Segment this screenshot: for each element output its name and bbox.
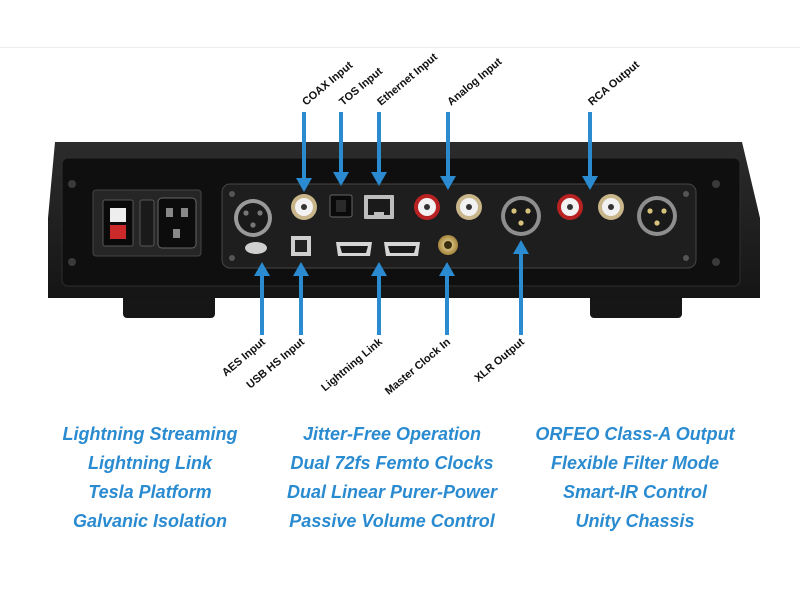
feature-item: Jitter-Free Operation xyxy=(302,424,482,444)
power-inlet-module xyxy=(92,189,202,257)
callout-arrows-bottom xyxy=(254,240,529,335)
master-clock-bnc xyxy=(438,235,458,255)
feature-item: Galvanic Isolation xyxy=(72,511,228,531)
feature-column-2: Jitter-Free Operation Dual 72fs Femto Cl… xyxy=(262,420,522,536)
lightning-link-hdmi-ports xyxy=(336,242,420,256)
feature-item: Lightning Link xyxy=(88,453,212,473)
rca-output-pair xyxy=(557,194,624,220)
feature-item: ORFEO Class-A Output xyxy=(535,424,735,444)
top-divider xyxy=(0,47,800,48)
aes-xlr-connector xyxy=(234,199,272,254)
feature-item: Dual 72fs Femto Clocks xyxy=(290,453,494,473)
label-lightning-link: Lightning Link xyxy=(319,336,385,394)
coax-rca-connector xyxy=(291,194,317,220)
feature-item: Smart-IR Control xyxy=(563,482,707,502)
iec-power-socket xyxy=(157,197,197,249)
label-master-clock-in: Master Clock In xyxy=(383,336,453,398)
feature-column-3: ORFEO Class-A Output Flexible Filter Mod… xyxy=(505,420,765,536)
xlr-output-right xyxy=(637,196,677,236)
feature-column-1: Lightning Streaming Lightning Link Tesla… xyxy=(20,420,280,536)
feature-item: Lightning Streaming xyxy=(62,424,238,444)
power-switch[interactable] xyxy=(102,199,134,247)
feature-item: Unity Chassis xyxy=(575,511,695,531)
feature-item: Dual Linear Purer-Power xyxy=(286,482,498,502)
feature-item: Passive Volume Control xyxy=(289,511,495,531)
label-analog-input: Analog Input xyxy=(445,56,504,109)
feature-item: Flexible Filter Mode xyxy=(550,453,720,473)
callout-arrows-top xyxy=(296,112,598,192)
analog-input-rca-pair xyxy=(414,194,482,220)
label-ethernet-input: Ethernet Input xyxy=(375,51,440,108)
label-rca-output: RCA Output xyxy=(586,59,642,109)
fuse-holder xyxy=(139,199,155,247)
usb-b-port xyxy=(291,236,311,256)
feature-list: Lightning Streaming Lightning Link Tesla… xyxy=(0,420,800,540)
rear-panel-diagram: COAX Input TOS Input Ethernet Input Anal… xyxy=(48,51,760,398)
feature-item: Tesla Platform xyxy=(88,482,212,502)
toslink-connector xyxy=(329,194,353,218)
ethernet-port xyxy=(364,195,394,219)
xlr-output-left xyxy=(501,196,541,236)
label-xlr-output: XLR Output xyxy=(472,336,527,385)
